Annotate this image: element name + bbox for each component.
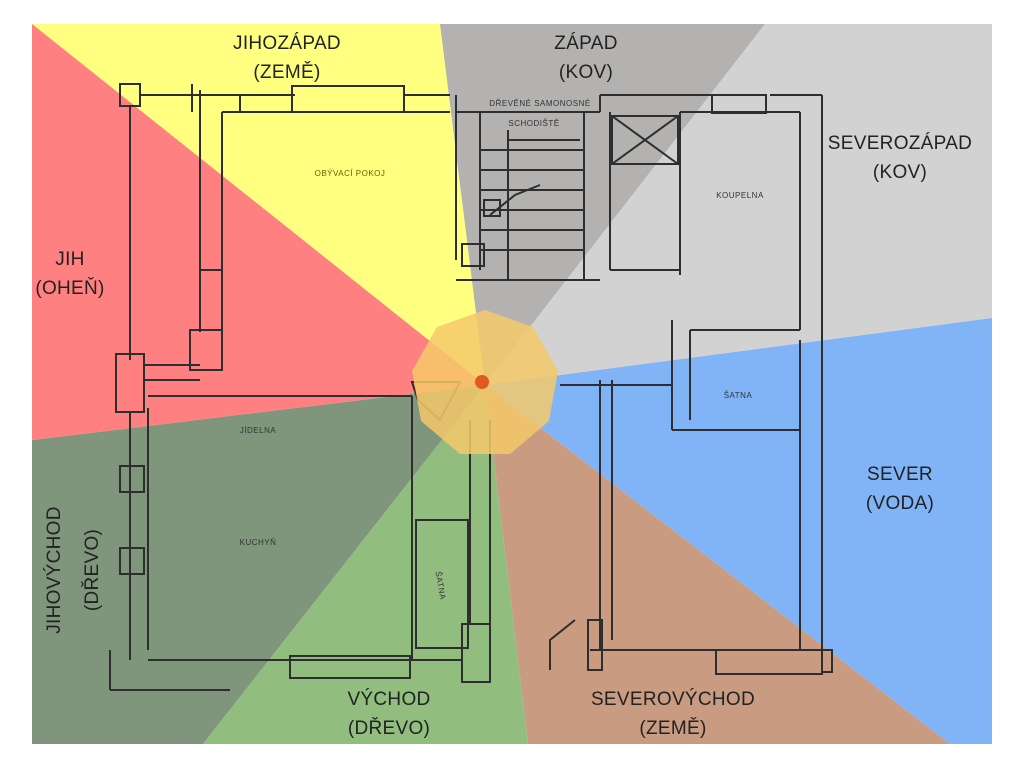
- room-label-drevene-schodiste: DŘEVĚNÉ SAMONOSNÉ: [489, 99, 590, 108]
- stair-arrow: [489, 184, 541, 216]
- zone-label-severozapad-element: (KOV): [873, 162, 927, 183]
- window-frame: [289, 655, 411, 679]
- zone-label-sever-element: (VODA): [866, 493, 934, 514]
- zone-label-jihozapad-element: (ZEMĚ): [253, 61, 320, 83]
- window-frame: [119, 465, 145, 493]
- sector-jih: [32, 24, 485, 440]
- center-marker: [475, 375, 489, 389]
- zone-label-severozapad: SEVEROZÁPAD: [828, 133, 972, 154]
- zone-label-vychod: VÝCHOD: [347, 689, 430, 710]
- floor-plan-sketch: [109, 83, 833, 691]
- door-swing: [549, 619, 576, 670]
- zone-label-group-jihovychod: JIHOVÝCHOD (DŘEVO): [44, 506, 103, 634]
- room-label-koupelna: KOUPELNA: [716, 191, 764, 200]
- room-label-obyvaci-pokoj: OBÝVACÍ POKOJ: [315, 169, 386, 178]
- room-label-satna-1: ŠATNA: [724, 391, 753, 400]
- zone-label-jihovychod-element: (DŘEVO): [81, 529, 103, 611]
- wall-pillar: [461, 623, 491, 683]
- stair-post: [483, 199, 501, 217]
- room-label-kuchyn: KUCHYŇ: [240, 538, 277, 547]
- chimney: [461, 243, 485, 267]
- room-label-schodiste: SCHODIŠTĚ: [508, 119, 559, 128]
- shower-cross: [611, 115, 679, 165]
- zone-label-sever: SEVER: [867, 464, 933, 485]
- zone-label-jihozapad: JIHOZÁPAD: [233, 33, 341, 54]
- zone-label-jih-element: (OHEŇ): [35, 277, 104, 299]
- wall-pillar: [587, 619, 603, 671]
- zone-label-zapad: ZÁPAD: [554, 33, 617, 54]
- sector-zapad: [440, 24, 765, 385]
- shower-box: [611, 115, 679, 165]
- zone-label-severovychod: SEVEROVÝCHOD: [591, 689, 755, 710]
- room-outline: [415, 519, 469, 649]
- room-label-jidelna: JÍDELNA: [240, 426, 277, 435]
- wall-segment: [189, 329, 223, 371]
- sector-severozapad: [485, 24, 992, 385]
- zone-label-severovychod-element: (ZEMĚ): [639, 717, 706, 739]
- window-frame: [119, 547, 145, 575]
- zone-label-zapad-element: (KOV): [559, 62, 613, 83]
- zone-label-jihovychod: JIHOVÝCHOD: [44, 506, 65, 634]
- sector-jihovychod: [32, 385, 485, 744]
- wall-pillar: [821, 649, 833, 673]
- sector-vychod: [203, 385, 528, 744]
- zone-label-jih: JIH: [55, 249, 84, 270]
- zone-label-vychod-element: (DŘEVO): [348, 717, 430, 739]
